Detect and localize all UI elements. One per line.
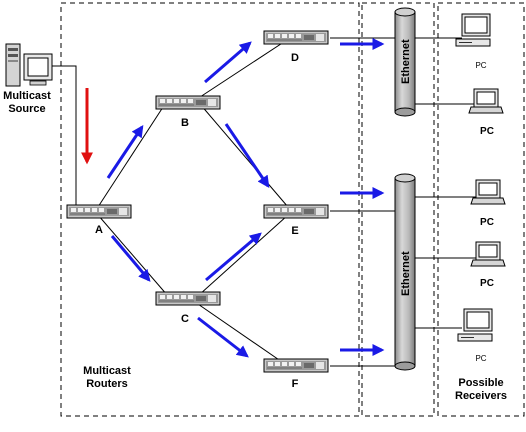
ethernet-label-top: Ethernet bbox=[400, 39, 412, 84]
source-label-line-1: Multicast bbox=[3, 90, 51, 102]
multicast-source-computer-icon bbox=[5, 43, 53, 87]
link-b-to-d bbox=[196, 37, 291, 100]
routers-label-line-2: Routers bbox=[86, 378, 128, 390]
link-a-to-b bbox=[97, 103, 166, 208]
link-c-to-f bbox=[194, 301, 286, 365]
multicast-flow-arrows bbox=[81, 38, 385, 358]
router-b bbox=[155, 95, 221, 110]
link-c-to-e bbox=[198, 214, 289, 296]
receiver-pc-2-label: PC bbox=[480, 126, 494, 137]
receiver-pc-5-label: PC bbox=[475, 354, 486, 363]
receiver-pc-5-icon bbox=[457, 308, 493, 342]
router-f-label: F bbox=[292, 378, 299, 390]
router-a bbox=[66, 204, 132, 219]
receivers-label-line-2: Receivers bbox=[455, 390, 507, 402]
receivers-region-box bbox=[437, 2, 525, 417]
receiver-pc-1-label: PC bbox=[475, 61, 486, 70]
router-c-label: C bbox=[181, 313, 189, 325]
receiver-pc-1-icon bbox=[455, 13, 491, 47]
flow-arrow-b-to-d bbox=[204, 41, 252, 84]
router-e bbox=[263, 204, 329, 219]
flow-arrow-a-to-b bbox=[106, 125, 144, 179]
receiver-laptop-2-icon bbox=[468, 88, 504, 114]
router-b-label: B bbox=[181, 117, 189, 129]
router-e-label: E bbox=[291, 225, 298, 237]
ethernet-label-bottom: Ethernet bbox=[400, 251, 412, 296]
flow-arrow-c-to-f bbox=[197, 316, 249, 358]
receiver-laptop-3-icon bbox=[470, 179, 506, 205]
router-c bbox=[155, 291, 221, 306]
receiver-laptop-4-icon bbox=[470, 241, 506, 267]
router-a-label: A bbox=[95, 224, 103, 236]
ethernet-segment-top: Ethernet bbox=[394, 7, 416, 117]
router-d-label: D bbox=[291, 52, 299, 64]
ethernet-segment-bottom: Ethernet bbox=[394, 173, 416, 371]
receivers-label-line-1: Possible bbox=[458, 377, 503, 389]
routers-label-line-1: Multicast bbox=[83, 365, 131, 377]
routers-region-box bbox=[60, 2, 360, 417]
receiver-pc-3-label: PC bbox=[480, 217, 494, 228]
flow-arrow-c-to-e bbox=[205, 232, 262, 282]
flow-arrow-a-to-c bbox=[110, 235, 151, 282]
ethernet-region-box bbox=[361, 2, 435, 417]
source-label-line-2: Source bbox=[8, 103, 45, 115]
link-a-to-c bbox=[97, 214, 169, 297]
receiver-pc-4-label: PC bbox=[480, 278, 494, 289]
flow-arrow-b-to-e bbox=[224, 123, 270, 188]
router-d bbox=[263, 30, 329, 45]
link-b-to-e bbox=[199, 103, 289, 208]
link-source-to-a bbox=[48, 65, 77, 210]
router-f bbox=[263, 358, 329, 373]
